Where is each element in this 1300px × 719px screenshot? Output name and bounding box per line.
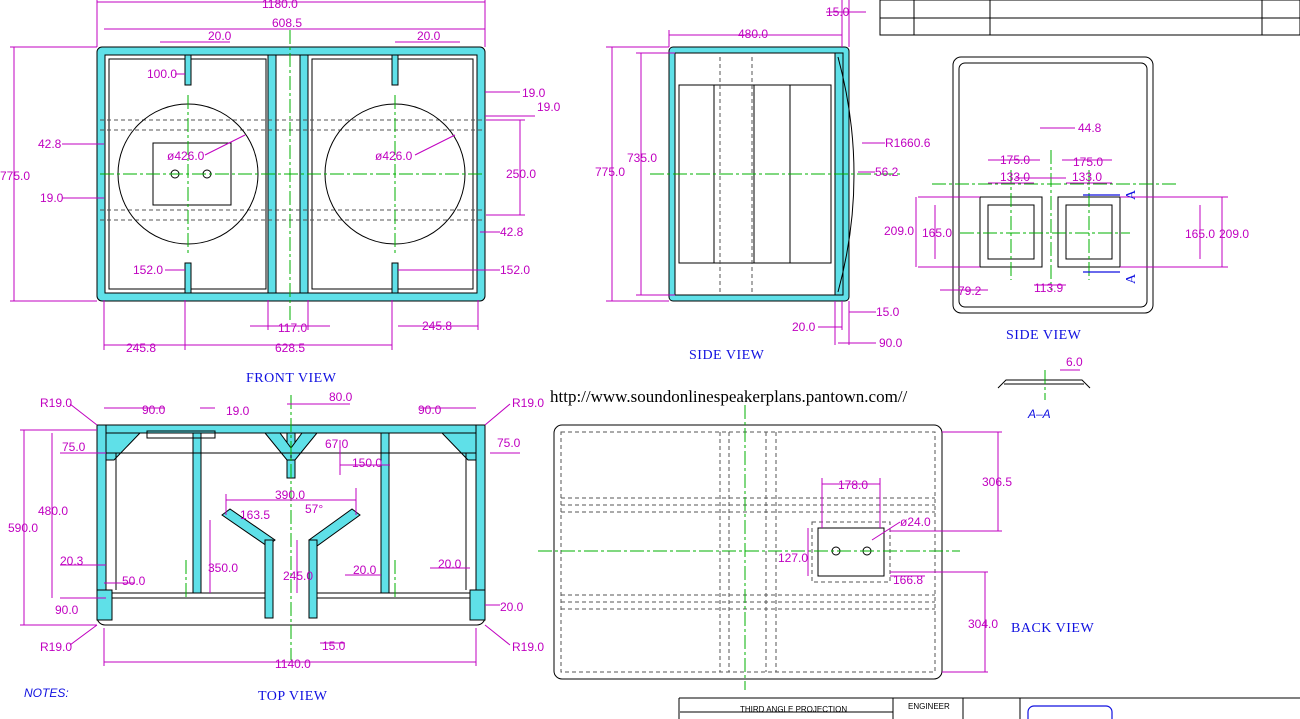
dim-top-20-3: 20.3 bbox=[60, 554, 84, 568]
dim-19b: 19.0 bbox=[537, 100, 561, 114]
dim-628: 628.5 bbox=[275, 341, 305, 355]
dim-slot-left: 20.0 bbox=[208, 29, 232, 43]
dim-19a: 19.0 bbox=[522, 86, 546, 100]
dim-dia-left: ø426.0 bbox=[167, 149, 205, 163]
top-view: R19.0 R19.0 R19.0 R19.0 90.0 19.0 80.0 9… bbox=[8, 390, 544, 704]
back-view-label: BACK VIEW bbox=[1011, 621, 1094, 636]
dim-sr-165b: 165.0 bbox=[1185, 227, 1215, 241]
front-view: 1180.0 608.5 20.0 20.0 100.0 19.0 19.0 4… bbox=[0, 0, 561, 386]
dim-sr-175b: 175.0 bbox=[1073, 155, 1103, 169]
dim-side-735: 735.0 bbox=[627, 151, 657, 165]
dim-top-20b: 20.0 bbox=[353, 563, 377, 577]
dim-245-right: 245.8 bbox=[422, 319, 452, 333]
engineer-label: ENGINEER bbox=[908, 702, 950, 711]
dim-152-right: 152.0 bbox=[500, 263, 530, 277]
dim-top-75b: 75.0 bbox=[497, 436, 521, 450]
dim-side-480: 480.0 bbox=[738, 27, 768, 41]
dim-half-width: 608.5 bbox=[272, 16, 302, 30]
dim-top-480: 480.0 bbox=[38, 504, 68, 518]
dim-top-90c: 90.0 bbox=[55, 603, 79, 617]
dim-top-80: 80.0 bbox=[329, 390, 353, 404]
dim-top-19: 19.0 bbox=[226, 404, 250, 418]
dim-top-245: 245.0 bbox=[283, 569, 313, 583]
dim-top-r19a: R19.0 bbox=[40, 396, 72, 410]
dim-side-r1660: R1660.6 bbox=[885, 136, 931, 150]
dim-side-90: 90.0 bbox=[879, 336, 903, 350]
dim-top-590: 590.0 bbox=[8, 521, 38, 535]
dim-back-178: 178.0 bbox=[838, 478, 868, 492]
dim-top-1140: 1140.0 bbox=[275, 657, 311, 671]
projection-label: THIRD ANGLE PROJECTION bbox=[740, 705, 847, 714]
side-view-right-label: SIDE VIEW bbox=[1006, 328, 1082, 343]
dim-top-50: 50.0 bbox=[122, 574, 146, 588]
dim-back-127: 127.0 bbox=[778, 551, 808, 565]
dim-245-left: 245.8 bbox=[126, 341, 156, 355]
dim-top-75a: 75.0 bbox=[62, 440, 86, 454]
dim-250: 250.0 bbox=[506, 167, 536, 181]
dim-top-r19b: R19.0 bbox=[512, 396, 544, 410]
dim-sr-209b: 209.0 bbox=[1219, 227, 1249, 241]
dim-top-r19c: R19.0 bbox=[40, 640, 72, 654]
dim-top-350: 350.0 bbox=[208, 561, 238, 575]
dim-back-24: ø24.0 bbox=[900, 515, 931, 529]
section-aa-label: A–A bbox=[1027, 407, 1051, 421]
dim-back-306: 306.5 bbox=[982, 475, 1012, 489]
dim-dia-right: ø426.0 bbox=[375, 149, 413, 163]
dim-top-163: 163.5 bbox=[240, 508, 270, 522]
dim-sr-79: 79.2 bbox=[958, 284, 982, 298]
dim-top-20d: 20.0 bbox=[500, 600, 524, 614]
side-view: 15.0 480.0 775.0 735.0 R1660.6 56.2 20.0… bbox=[595, 0, 931, 363]
section-mark-top: A bbox=[1124, 189, 1139, 200]
dim-152-left: 152.0 bbox=[133, 263, 163, 277]
dim-42-right: 42.8 bbox=[500, 225, 524, 239]
side-view-label: SIDE VIEW bbox=[689, 348, 765, 363]
notes-label: NOTES: bbox=[24, 686, 69, 700]
dim-top-67: 67.0 bbox=[325, 437, 349, 451]
dim-117: 117.0 bbox=[278, 321, 307, 335]
top-view-label: TOP VIEW bbox=[258, 689, 328, 704]
dim-height-775: 775.0 bbox=[0, 169, 30, 183]
dim-sr-133b: 133.0 bbox=[1072, 170, 1102, 184]
dim-sr-165a: 165.0 bbox=[922, 226, 952, 240]
dim-sr-209a: 209.0 bbox=[884, 224, 914, 238]
dim-back-304: 304.0 bbox=[968, 617, 998, 631]
dim-top-90b: 90.0 bbox=[418, 403, 442, 417]
dim-top-20c: 20.0 bbox=[438, 557, 462, 571]
dim-19c: 19.0 bbox=[40, 191, 64, 205]
dim-sr-6: 6.0 bbox=[1066, 355, 1083, 369]
dim-slot-right: 20.0 bbox=[417, 29, 441, 43]
dim-back-166: 166.8 bbox=[893, 573, 923, 587]
front-view-label: FRONT VIEW bbox=[246, 371, 337, 386]
dim-side-56: 56.2 bbox=[875, 165, 899, 179]
dim-side-775: 775.0 bbox=[595, 165, 625, 179]
dim-overall-width: 1180.0 bbox=[262, 0, 298, 11]
website-url: http://www.soundonlinespeakerplans.panto… bbox=[550, 387, 908, 406]
dim-sr-113: 113.9 bbox=[1034, 281, 1063, 295]
dim-side-15: 15.0 bbox=[826, 5, 850, 19]
dim-top-15: 15.0 bbox=[322, 639, 346, 653]
dim-top-150: 150.0 bbox=[352, 456, 382, 470]
dim-top-57: 57° bbox=[305, 502, 323, 516]
dim-top-90a: 90.0 bbox=[142, 403, 166, 417]
title-block-top bbox=[879, 0, 1300, 36]
side-view-right: 44.8 175.0 175.0 133.0 133.0 209.0 165.0… bbox=[884, 56, 1249, 421]
dim-top-r19d: R19.0 bbox=[512, 640, 544, 654]
dim-42-left: 42.8 bbox=[38, 137, 62, 151]
dim-side-20: 20.0 bbox=[792, 320, 816, 334]
dim-side-15b: 15.0 bbox=[876, 305, 900, 319]
dim-top-390: 390.0 bbox=[275, 488, 305, 502]
dim-sr-44: 44.8 bbox=[1078, 121, 1102, 135]
dim-gap-top: 100.0 bbox=[147, 67, 177, 81]
back-view: 306.5 178.0 ø24.0 127.0 166.8 304.0 BACK… bbox=[538, 405, 1094, 690]
title-block-bottom: THIRD ANGLE PROJECTION ENGINEER bbox=[678, 697, 1300, 719]
dim-sr-133a: 133.0 bbox=[1000, 170, 1030, 184]
section-mark-bottom: A bbox=[1124, 273, 1139, 284]
dim-sr-175a: 175.0 bbox=[1000, 153, 1030, 167]
